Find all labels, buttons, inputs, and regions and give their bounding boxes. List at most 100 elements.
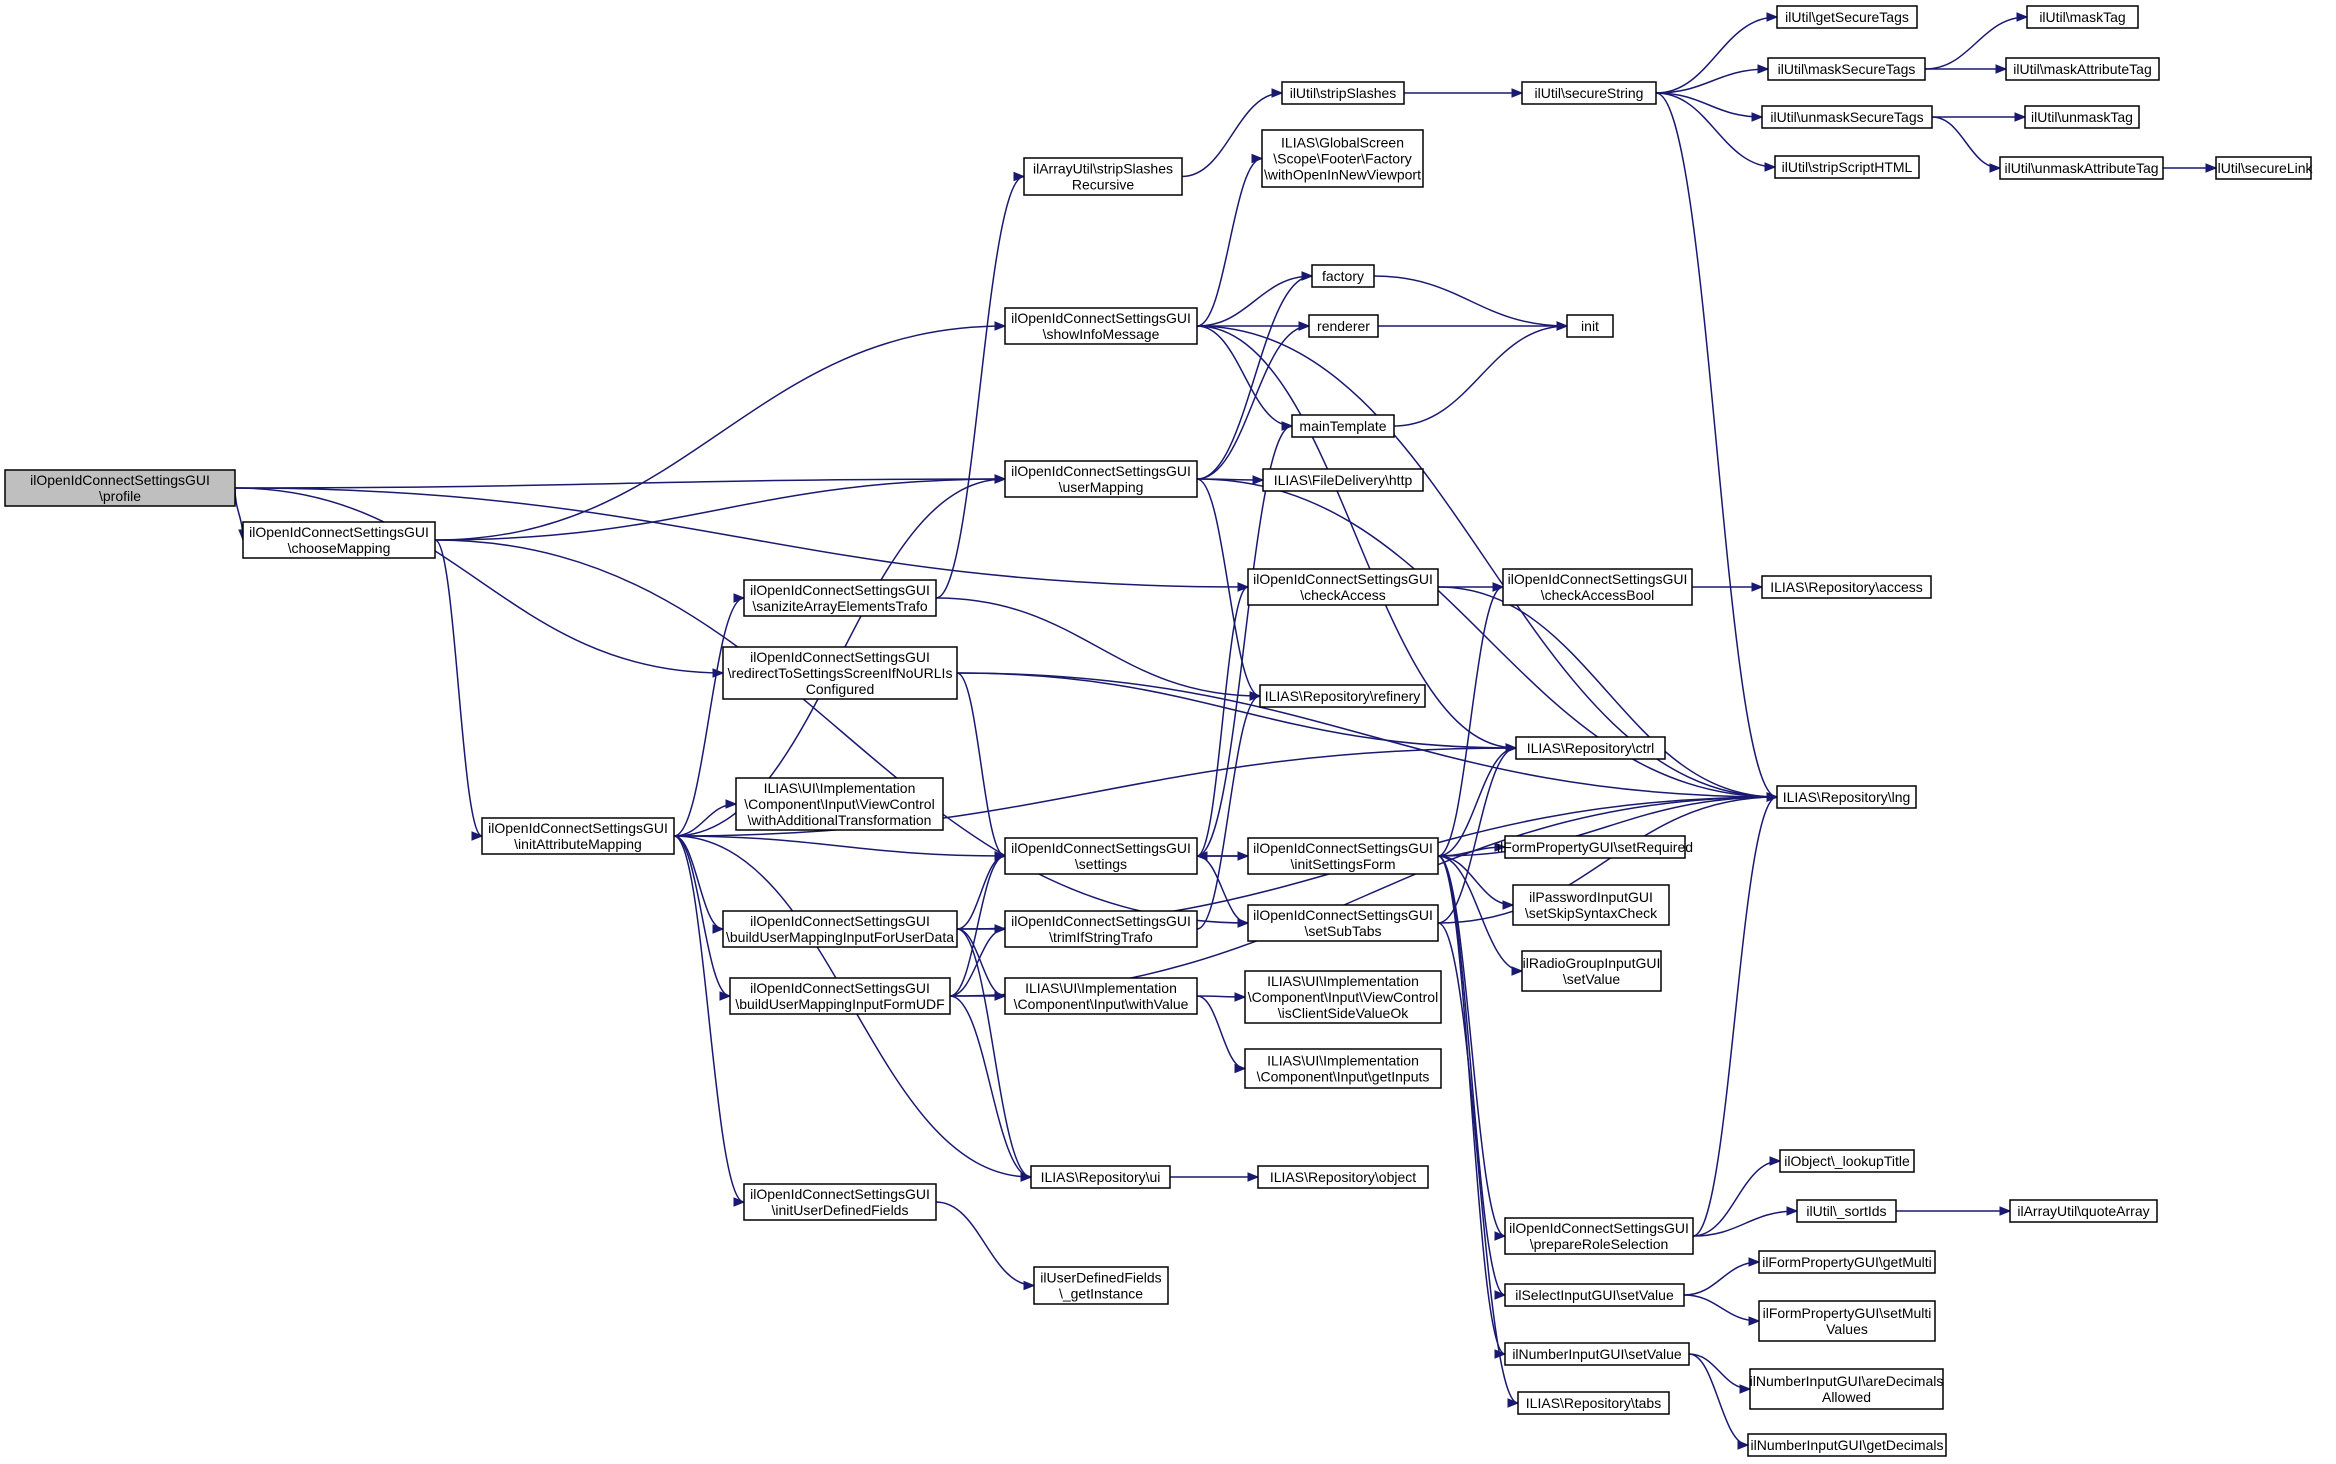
node-secureLink[interactable]: ilUtil\secureLink bbox=[2214, 156, 2314, 180]
node-repoLng[interactable]: ILIAS\Repository\lng bbox=[1776, 785, 1917, 809]
node-label-repoAccess-line-0: ILIAS\Repository\access bbox=[1770, 579, 1923, 595]
node-init[interactable]: init bbox=[1566, 314, 1614, 338]
arrowhead-setSubTabs-to-repoTabs bbox=[1507, 1398, 1520, 1408]
node-label-setSkipSyntaxCheck-line-1: \setSkipSyntaxCheck bbox=[1525, 905, 1658, 921]
node-repoCtrl[interactable]: ILIAS\Repository\ctrl bbox=[1515, 736, 1666, 760]
node-repoTabs[interactable]: ILIAS\Repository\tabs bbox=[1517, 1391, 1670, 1415]
node-maskSecureTags[interactable]: ilUtil\maskSecureTags bbox=[1767, 57, 1926, 81]
node-box-numberSetValue bbox=[1504, 1342, 1690, 1366]
node-repoObject[interactable]: ILIAS\Repository\object bbox=[1257, 1165, 1429, 1189]
edge-secureString-to-maskSecureTags bbox=[1655, 68, 1769, 94]
arrowhead-initAttributeMapping-to-withAdditionalTransformation bbox=[725, 799, 738, 809]
node-repoUi[interactable]: ILIAS\Repository\ui bbox=[1030, 1165, 1171, 1189]
node-withAdditionalTransformation[interactable]: ILIAS\UI\Implementation\Component\Input\… bbox=[735, 777, 944, 831]
node-isClientSideValueOk[interactable]: ILIAS\UI\Implementation\Component\Input\… bbox=[1244, 970, 1442, 1024]
node-label-setRequired-line-0: ilFormPropertyGUI\setRequired bbox=[1497, 839, 1693, 855]
node-initAttributeMapping[interactable]: ilOpenIdConnectSettingsGUI\initAttribute… bbox=[481, 817, 675, 855]
node-initUserDefinedFields[interactable]: ilOpenIdConnectSettingsGUI\initUserDefin… bbox=[743, 1183, 937, 1221]
node-secureString[interactable]: ilUtil\secureString bbox=[1521, 81, 1657, 105]
node-box-redirectToSettings bbox=[722, 646, 958, 700]
node-box-initUserDefinedFields bbox=[743, 1183, 937, 1221]
node-box-unmaskSecureTags bbox=[1761, 105, 1933, 129]
node-prepareRoleSelection[interactable]: ilOpenIdConnectSettingsGUI\prepareRoleSe… bbox=[1504, 1217, 1694, 1255]
edge-buildUserMappingInputFormUDF-to-trimIfStringTrafo bbox=[949, 928, 1006, 997]
node-label-getDecimals-line-0: ilNumberInputGUI\getDecimals bbox=[1751, 1437, 1944, 1453]
node-getDecimals[interactable]: ilNumberInputGUI\getDecimals bbox=[1747, 1433, 1947, 1457]
arrowhead-stripSlashesRecursive-to-stripSlashes bbox=[1271, 88, 1284, 98]
node-unmaskTag[interactable]: ilUtil\unmaskTag bbox=[2024, 105, 2140, 129]
node-label-getInstance-line-0: ilUserDefinedFields bbox=[1040, 1270, 1161, 1286]
edge-initAttributeMapping-to-repoCtrl bbox=[673, 747, 1517, 837]
node-label-initSettingsForm-line-1: \initSettingsForm bbox=[1290, 856, 1395, 872]
node-label-radioSetValue-line-1: \setValue bbox=[1563, 971, 1621, 987]
node-box-sortIds bbox=[1796, 1199, 1897, 1223]
node-http[interactable]: ILIAS\FileDelivery\http bbox=[1262, 468, 1424, 492]
node-withValue[interactable]: ILIAS\UI\Implementation\Component\Input\… bbox=[1004, 977, 1198, 1015]
node-label-quoteArray-line-0: ilArrayUtil\quoteArray bbox=[2017, 1203, 2149, 1219]
edge-buildUserMappingInputForUserData-to-withValue bbox=[956, 928, 1006, 997]
node-label-unmaskTag-line-0: ilUtil\unmaskTag bbox=[2031, 109, 2133, 125]
edge-initSettingsForm-to-selectSetValue bbox=[1437, 855, 1506, 1296]
arrowhead-initSettingsForm-to-prepareRoleSelection bbox=[1494, 1231, 1507, 1241]
edge-setSubTabs-to-repoCtrl bbox=[1437, 747, 1517, 924]
node-refinery[interactable]: ILIAS\Repository\refinery bbox=[1259, 684, 1426, 708]
node-checkAccess[interactable]: ilOpenIdConnectSettingsGUI\checkAccess bbox=[1247, 568, 1439, 606]
arrowhead-profile-to-redirectToSettings bbox=[712, 668, 725, 678]
node-userMapping[interactable]: ilOpenIdConnectSettingsGUI\userMapping bbox=[1004, 460, 1198, 498]
node-label-initAttributeMapping-line-0: ilOpenIdConnectSettingsGUI bbox=[488, 820, 668, 836]
node-saniziteArray[interactable]: ilOpenIdConnectSettingsGUI\saniziteArray… bbox=[743, 579, 937, 617]
node-box-setMultiValues bbox=[1758, 1300, 1936, 1342]
node-repoAccess[interactable]: ILIAS\Repository\access bbox=[1761, 575, 1932, 599]
node-setSkipSyntaxCheck[interactable]: ilPasswordInputGUI\setSkipSyntaxCheck bbox=[1512, 884, 1670, 926]
node-mainTemplate[interactable]: mainTemplate bbox=[1291, 414, 1395, 438]
node-factory[interactable]: factory bbox=[1311, 264, 1375, 288]
node-getMulti[interactable]: ilFormPropertyGUI\getMulti bbox=[1758, 1250, 1936, 1274]
arrowhead-numberSetValue-to-areDecimalsAllowed bbox=[1739, 1384, 1752, 1394]
node-checkAccessBool[interactable]: ilOpenIdConnectSettingsGUI\checkAccessBo… bbox=[1502, 568, 1693, 606]
node-getSecureTags[interactable]: ilUtil\getSecureTags bbox=[1776, 5, 1918, 29]
node-label-withOpenInNewViewport-line-2: \withOpenInNewViewport bbox=[1264, 167, 1421, 183]
node-lookupTitle[interactable]: ilObject\_lookupTitle bbox=[1779, 1149, 1915, 1173]
node-renderer[interactable]: renderer bbox=[1308, 314, 1379, 338]
edge-secureString-to-repoLng bbox=[1655, 92, 1778, 798]
edge-initAttributeMapping-to-buildUserMappingInputForUserData bbox=[673, 835, 724, 930]
node-unmaskAttributeTag[interactable]: ilUtil\unmaskAttributeTag bbox=[1999, 156, 2164, 180]
node-initSettingsForm[interactable]: ilOpenIdConnectSettingsGUI\initSettingsF… bbox=[1247, 837, 1439, 875]
node-quoteArray[interactable]: ilArrayUtil\quoteArray bbox=[2009, 1199, 2158, 1223]
node-trimIfStringTrafo[interactable]: ilOpenIdConnectSettingsGUI\trimIfStringT… bbox=[1004, 910, 1198, 948]
node-unmaskSecureTags[interactable]: ilUtil\unmaskSecureTags bbox=[1761, 105, 1933, 129]
arrowhead-maskSecureTags-to-maskAttributeTag bbox=[1995, 64, 2008, 74]
node-showInfoMessage[interactable]: ilOpenIdConnectSettingsGUI\showInfoMessa… bbox=[1004, 307, 1198, 345]
node-buildUserMappingInputFormUDF[interactable]: ilOpenIdConnectSettingsGUI\buildUserMapp… bbox=[729, 977, 951, 1015]
node-selectSetValue[interactable]: ilSelectInputGUI\setValue bbox=[1504, 1283, 1685, 1307]
node-withOpenInNewViewport[interactable]: ILIAS\GlobalScreen\Scope\Footer\Factory\… bbox=[1261, 129, 1424, 188]
node-getInputs[interactable]: ILIAS\UI\Implementation\Component\Input\… bbox=[1244, 1048, 1442, 1089]
node-label-buildUserMappingInputForUserData-line-0: ilOpenIdConnectSettingsGUI bbox=[750, 913, 930, 929]
node-maskAttributeTag[interactable]: ilUtil\maskAttributeTag bbox=[2005, 57, 2160, 81]
node-label-stripSlashesRecursive-line-1: Recursive bbox=[1072, 177, 1134, 193]
node-settings[interactable]: ilOpenIdConnectSettingsGUI\settings bbox=[1004, 837, 1198, 875]
node-box-maskTag bbox=[2026, 5, 2139, 29]
node-box-initSettingsForm bbox=[1247, 837, 1439, 875]
node-setRequired[interactable]: ilFormPropertyGUI\setRequired bbox=[1497, 835, 1693, 859]
node-sortIds[interactable]: ilUtil\_sortIds bbox=[1796, 1199, 1897, 1223]
node-chooseMapping[interactable]: ilOpenIdConnectSettingsGUI\chooseMapping bbox=[242, 521, 436, 559]
edge-settings-to-setSubTabs bbox=[1196, 855, 1249, 924]
edge-initAttributeMapping-to-settings bbox=[673, 835, 1006, 857]
arrowhead-userMapping-to-renderer bbox=[1298, 321, 1311, 331]
node-buildUserMappingInputForUserData[interactable]: ilOpenIdConnectSettingsGUI\buildUserMapp… bbox=[722, 910, 958, 948]
node-stripScriptHTML[interactable]: ilUtil\stripScriptHTML bbox=[1774, 155, 1920, 179]
node-setSubTabs[interactable]: ilOpenIdConnectSettingsGUI\setSubTabs bbox=[1247, 904, 1439, 942]
node-getInstance[interactable]: ilUserDefinedFields\_getInstance bbox=[1033, 1266, 1169, 1305]
arrowhead-initAttributeMapping-to-buildUserMappingInputFormUDF bbox=[719, 991, 732, 1001]
node-stripSlashes[interactable]: ilUtil\stripSlashes bbox=[1281, 81, 1405, 105]
node-numberSetValue[interactable]: ilNumberInputGUI\setValue bbox=[1504, 1342, 1690, 1366]
node-redirectToSettings[interactable]: ilOpenIdConnectSettingsGUI\redirectToSet… bbox=[722, 646, 958, 700]
node-radioSetValue[interactable]: ilRadioGroupInputGUI\setValue bbox=[1521, 950, 1662, 992]
node-label-unmaskSecureTags-line-0: ilUtil\unmaskSecureTags bbox=[1770, 109, 1923, 125]
node-maskTag[interactable]: ilUtil\maskTag bbox=[2026, 5, 2139, 29]
node-profile[interactable]: ilOpenIdConnectSettingsGUI\profile bbox=[4, 469, 236, 507]
